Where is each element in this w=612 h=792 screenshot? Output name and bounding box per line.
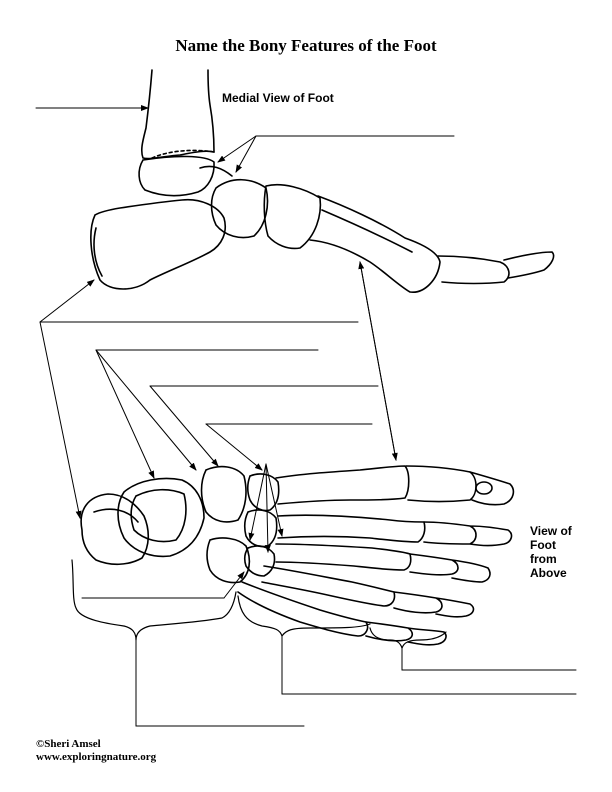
metatarsal-1-top: [275, 465, 410, 505]
hallux-sesamoid: [475, 481, 493, 495]
metatarsal-shaft-line: [321, 209, 413, 253]
cuboid-top-bone: [206, 537, 251, 584]
calcaneus-top-detail: [93, 508, 139, 523]
navicular-top-bone: [200, 465, 247, 523]
arrow-cuneiform-b: [264, 463, 271, 553]
website-text: www.exploringnature.org: [36, 751, 157, 763]
arrow-talus-b: [95, 349, 197, 471]
talus-trochlea: [130, 488, 187, 543]
arrow-cuboid: [223, 571, 245, 599]
toe-3-phalanges: [409, 553, 491, 583]
arrow-calcaneus-medial: [39, 279, 95, 323]
intermediate-cuneiform-top: [243, 509, 278, 548]
arrow-malleolus-a: [217, 135, 257, 163]
calcaneus-tuber-detail: [93, 227, 103, 277]
navicular-bone: [210, 178, 269, 239]
hallux-proximal-phalanx: [405, 465, 477, 503]
calcaneus-bone: [90, 198, 226, 290]
talus-top-bone: [117, 477, 205, 558]
toe-2-phalanges: [423, 521, 513, 547]
arrow-cuneiform-c: [265, 463, 284, 537]
calcaneus-top-bone: [80, 493, 150, 566]
talus-bone: [138, 155, 215, 197]
proximal-phalanx-bone: [437, 255, 510, 285]
metatarsal-5-top: [237, 581, 369, 637]
above-view-label-line-1: View of: [530, 524, 572, 538]
arrow-talus-a: [95, 349, 155, 479]
arrow-calcaneus-top: [39, 321, 82, 519]
distal-phalanx-bone: [503, 251, 555, 279]
metatarsals-bracket: [237, 595, 371, 637]
arrow-cuneiform-a: [205, 423, 263, 471]
above-view-label-line-3: from: [530, 552, 557, 566]
sustentaculum-edge: [199, 165, 233, 177]
above-view-label-line-4: Above: [530, 566, 567, 580]
above-view-label: View of Foot from Above: [530, 524, 600, 580]
arrow-navicular: [149, 385, 219, 467]
metatarsal-4-top: [261, 565, 396, 607]
medial-cuneiform-bone: [263, 183, 322, 250]
toe-5-phalanges: [365, 621, 447, 646]
first-metatarsal-bone: [309, 195, 441, 293]
tibia-bone: [140, 69, 215, 160]
credit-block: ©Sheri Amsel www.exploringnature.org: [36, 738, 156, 764]
leader-lines: [35, 105, 577, 727]
medial-view-label: Medial View of Foot: [222, 91, 334, 105]
arrow-malleolus-b: [235, 135, 257, 173]
above-view-label-line-2: Foot: [530, 538, 556, 552]
arrow-first-metatarsal-top: [358, 261, 397, 461]
top-view-foot: [80, 465, 515, 646]
toe-4-phalanges: [393, 591, 475, 618]
page-title: Name the Bony Features of the Foot: [175, 36, 437, 55]
arrow-cuneiform-d: [248, 463, 267, 541]
medial-cuneiform-top: [246, 473, 280, 512]
medial-malleolus-dash: [151, 149, 215, 159]
copyright-text: ©Sheri Amsel: [36, 738, 101, 750]
metatarsal-2-top: [277, 514, 426, 543]
hallux-distal-phalanx: [469, 471, 515, 506]
medial-view-foot: [90, 69, 555, 293]
metatarsal-3-top: [275, 543, 412, 571]
